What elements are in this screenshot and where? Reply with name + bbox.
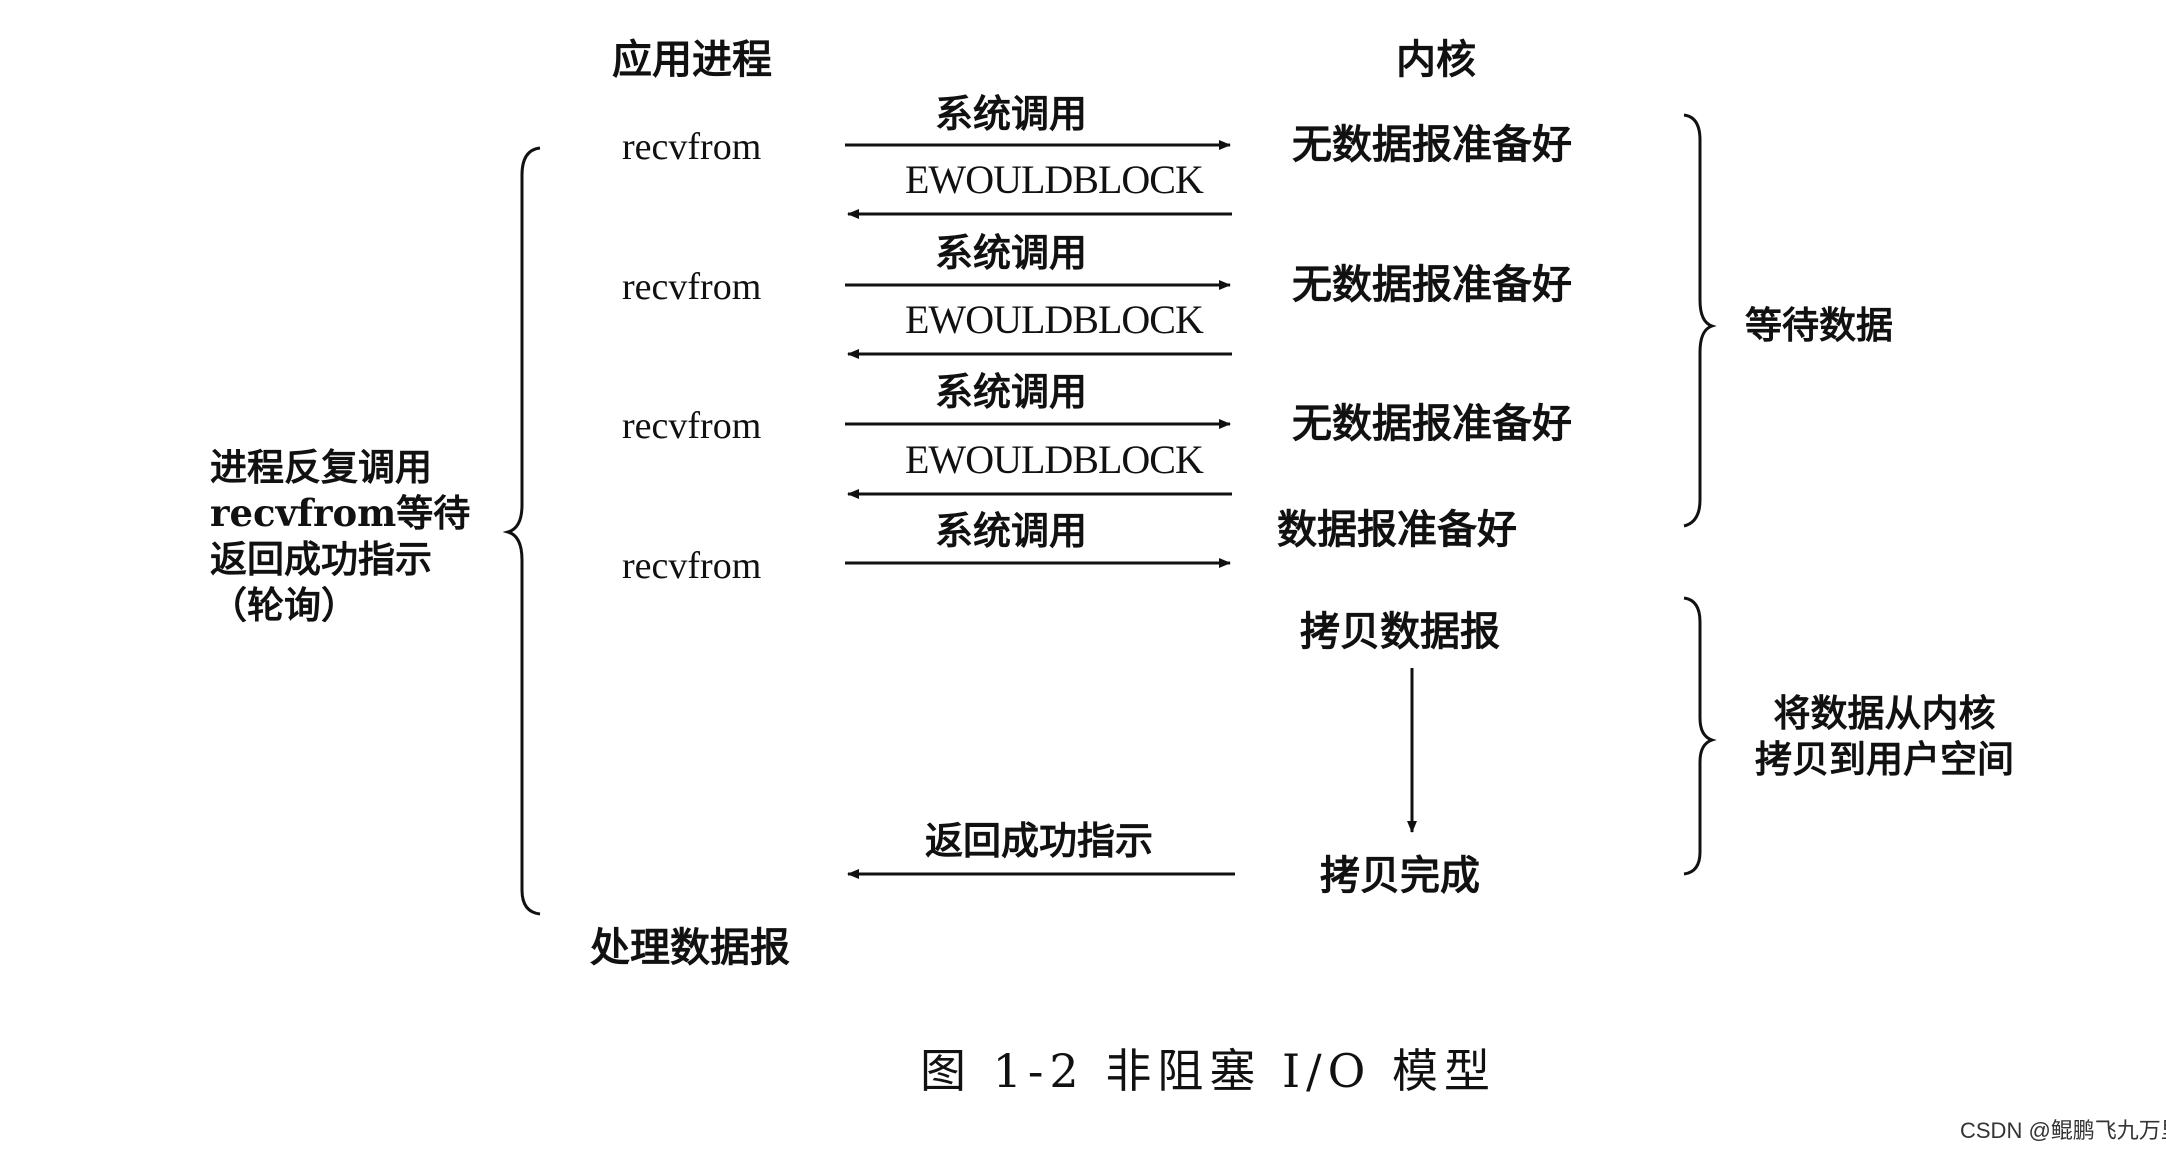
left-note-line-2: recvfrom等待 — [210, 491, 471, 535]
ewouldblock-label-2: EWOULDBLOCK — [905, 297, 1204, 342]
kernel-state-4: 数据报准备好 — [1277, 506, 1517, 553]
syscall-label-3: 系统调用 — [935, 369, 1088, 414]
ewouldblock-label-3: EWOULDBLOCK — [905, 437, 1204, 482]
left-note-line-4: （轮询） — [210, 583, 358, 627]
kernel-state-3: 无数据报准备好 — [1292, 400, 1572, 447]
copy-note-line-1: 将数据从内核 — [1773, 691, 1996, 735]
kernel-state-2: 无数据报准备好 — [1292, 261, 1572, 308]
copy-note-line-2: 拷贝到用户空间 — [1755, 737, 2014, 781]
figure-caption: 图 1-2 非阻塞 I/O 模型 — [920, 1044, 1496, 1098]
copy-note: 将数据从内核 拷贝到用户空间 — [1755, 690, 2014, 782]
csdn-watermark: CSDN @鲲鹏飞九万里 — [1960, 1118, 2166, 1143]
syscall-label-4: 系统调用 — [935, 508, 1088, 553]
return-success-label: 返回成功指示 — [925, 818, 1154, 863]
recvfrom-call-3: recvfrom — [622, 405, 762, 447]
copy-complete-label: 拷贝完成 — [1320, 852, 1480, 899]
kernel-column-header: 内核 — [1396, 36, 1476, 83]
wait-brace — [1683, 113, 1717, 528]
process-datagram-label: 处理数据报 — [590, 924, 790, 971]
copy-brace — [1683, 596, 1717, 876]
left-note: 进程反复调用 recvfrom等待 返回成功指示 （轮询） — [210, 444, 470, 628]
wait-data-note: 等待数据 — [1745, 303, 1893, 347]
copy-datagram-label: 拷贝数据报 — [1300, 608, 1500, 655]
syscall-label-2: 系统调用 — [935, 230, 1088, 275]
recvfrom-call-2: recvfrom — [622, 266, 762, 308]
process-column-header: 应用进程 — [612, 36, 772, 83]
left-note-line-3: 返回成功指示 — [210, 537, 432, 581]
recvfrom-call-1: recvfrom — [622, 126, 762, 168]
ewouldblock-label-1: EWOULDBLOCK — [905, 157, 1204, 202]
left-brace — [502, 146, 541, 916]
left-note-line-1: 进程反复调用 — [210, 445, 432, 489]
kernel-state-1: 无数据报准备好 — [1292, 121, 1572, 168]
recvfrom-call-4: recvfrom — [622, 545, 762, 587]
syscall-label-1: 系统调用 — [935, 91, 1088, 136]
